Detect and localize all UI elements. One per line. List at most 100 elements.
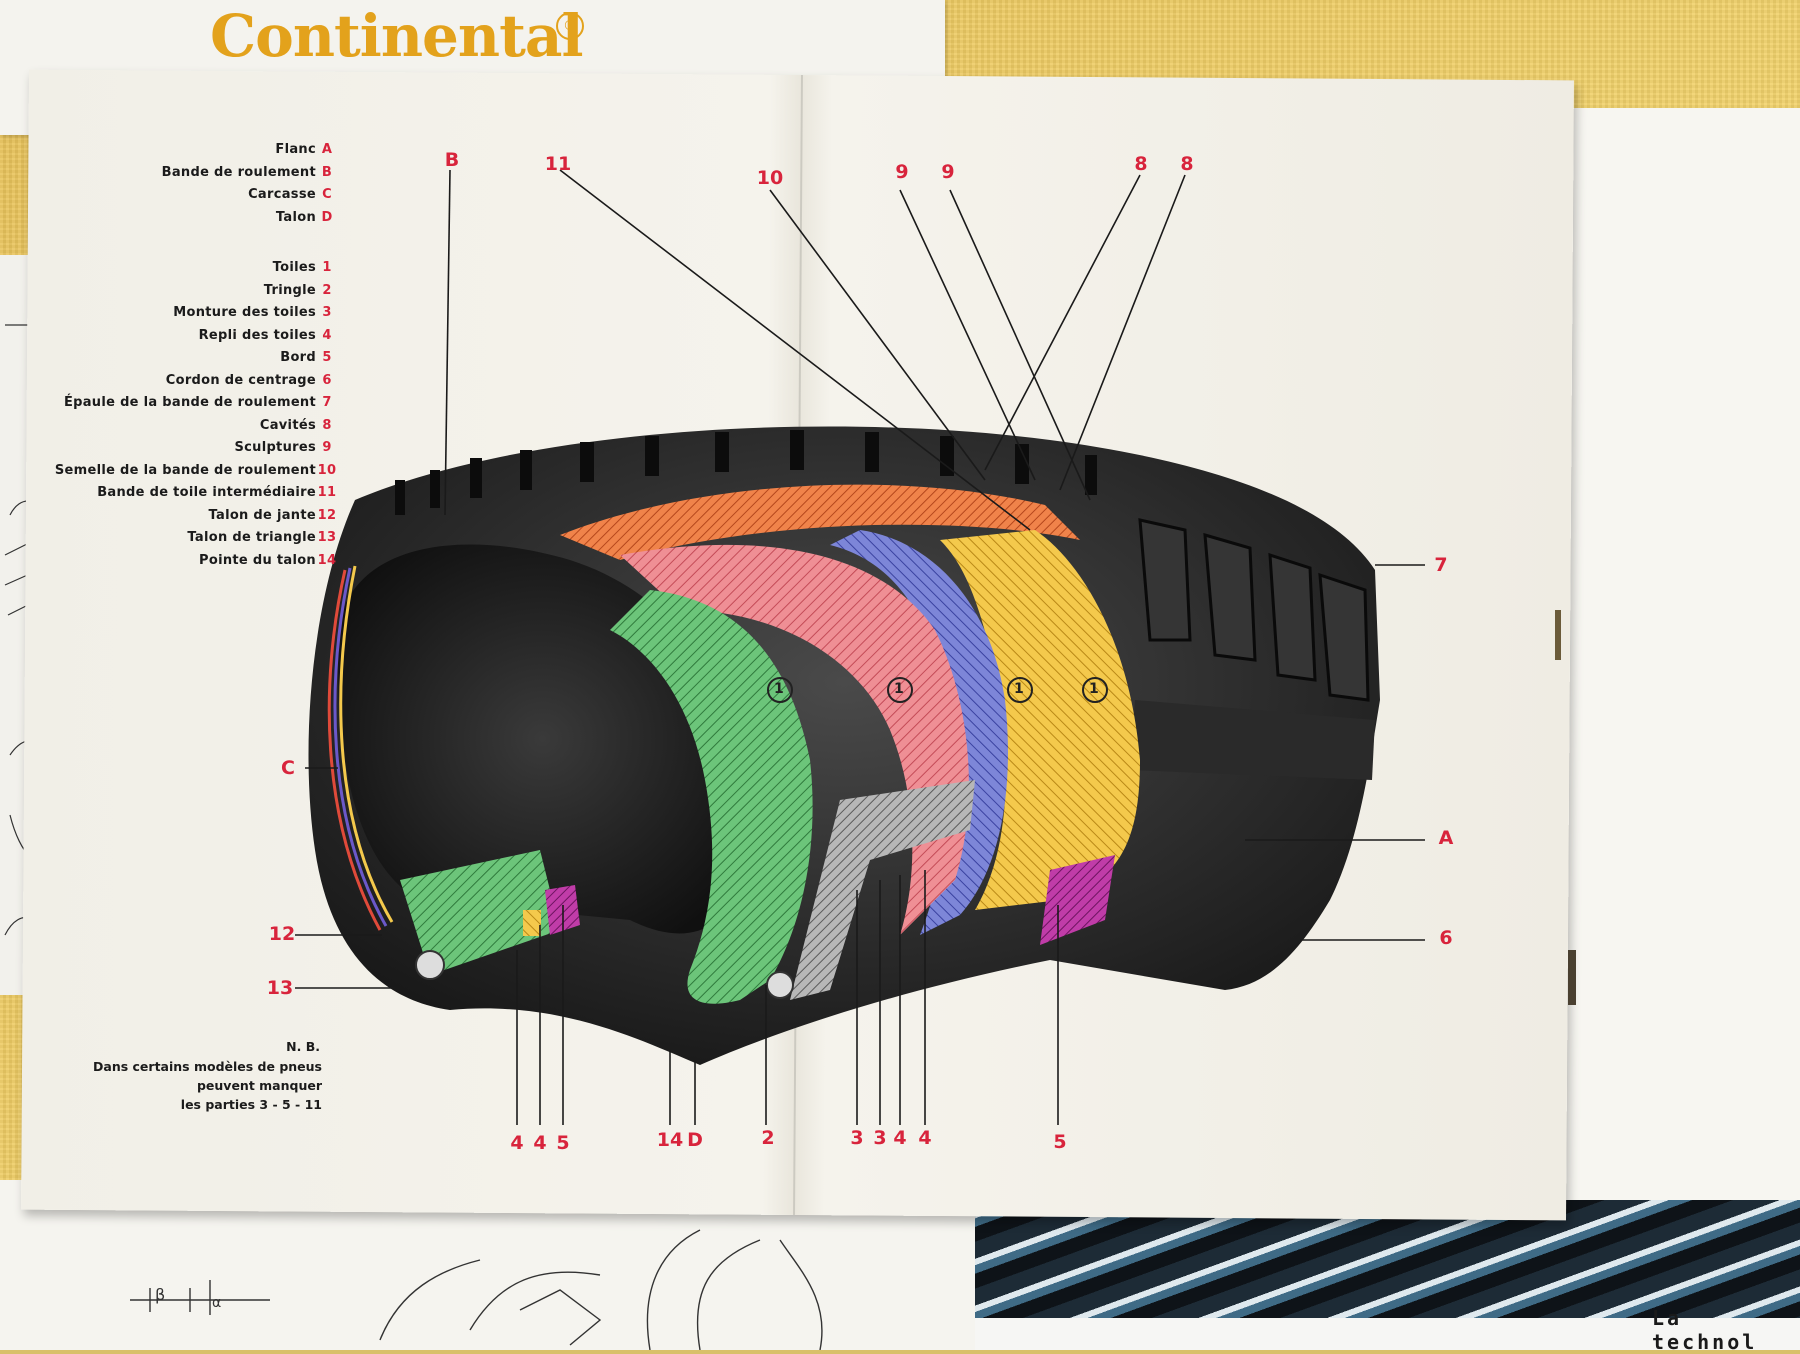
- callout-top-0: B: [444, 149, 460, 171]
- legend-major-c: Carcasse C: [40, 187, 338, 202]
- callout-bottom-1: 4: [533, 1132, 547, 1154]
- callout-bottom-6: 3: [850, 1127, 864, 1149]
- legend-code: D: [321, 209, 333, 225]
- legend-label: Semelle de la bande de roulement: [54, 462, 316, 478]
- callout-bottom-2: 5: [556, 1132, 570, 1154]
- continental-logo: Continental: [210, 2, 583, 70]
- callout-bottom-10: 5: [1053, 1131, 1067, 1153]
- legend-label: Talon de jante: [208, 507, 316, 523]
- legend-label: Épaule de la bande de roulement: [63, 395, 316, 410]
- ply-marker-label: 1: [1014, 681, 1024, 697]
- legend-label: Talon de triangle: [187, 530, 316, 545]
- callout-left-0: C: [281, 757, 295, 779]
- staple-top: [1555, 610, 1561, 660]
- callout-bottom-3: 14: [656, 1129, 684, 1151]
- legend-label: Flanc: [275, 142, 316, 157]
- legend-label: Carcasse: [248, 187, 316, 202]
- legend-code: 8: [322, 417, 332, 433]
- legend-code: 14: [317, 552, 337, 568]
- callout-left-2: 13: [266, 977, 294, 999]
- legend-code: 1: [322, 260, 332, 275]
- legend-label: Cavités: [259, 417, 316, 433]
- callout-bottom-8: 4: [893, 1127, 907, 1149]
- sketch-label-alpha: α: [212, 1295, 222, 1311]
- legend-major-a: Flanc A: [40, 142, 338, 157]
- bead-grey-wrap: [790, 780, 975, 1000]
- callout-top-3: 9: [895, 161, 909, 183]
- callout-top-2: 10: [756, 167, 784, 189]
- carcass-edge-stripes: [327, 569, 382, 931]
- callout-top-6: 8: [1180, 153, 1194, 175]
- photo-caption-strip: [975, 1318, 1800, 1350]
- legend-part-3: Monture des toiles 3: [40, 305, 338, 320]
- booklet-next-page: [1548, 108, 1800, 1200]
- callout-bottom-7: 3: [873, 1127, 887, 1149]
- note-title: N. B.: [286, 1039, 320, 1054]
- legend-label: Repli des toiles: [198, 327, 316, 343]
- legend-part-4: Repli des toiles 4: [40, 328, 338, 343]
- callout-bottom-0: 4: [510, 1132, 524, 1154]
- legend-code: 11: [317, 485, 337, 500]
- legend-label: Monture des toiles: [173, 305, 316, 320]
- legend-code: 13: [317, 530, 337, 545]
- sketch-label-beta: β: [155, 1285, 166, 1304]
- legend-label: Bord: [280, 350, 316, 365]
- legend-label: Talon: [275, 209, 316, 225]
- leader-lines: [295, 169, 1425, 1125]
- ply-pink-layer: [620, 544, 969, 935]
- legend-label: Cordon de centrage: [165, 372, 316, 388]
- legend-code: 10: [317, 462, 337, 478]
- callout-left-1: 12: [268, 923, 296, 945]
- shoulder-tread-blocks: [1138, 518, 1370, 702]
- bead-green-left: [400, 850, 560, 975]
- technical-drawing-sketch: [130, 1229, 823, 1350]
- callout-bottom-5: 2: [761, 1127, 775, 1149]
- sidewall-band: [1130, 700, 1375, 780]
- callout-right-0: 7: [1434, 554, 1448, 576]
- legend-label: Tringle: [263, 282, 316, 298]
- bead-wire-left: [415, 950, 445, 980]
- callout-top-4: 9: [941, 161, 955, 183]
- legend-code: 3: [322, 305, 332, 320]
- ply-yellow-layer: [940, 530, 1140, 910]
- note-text: Dans certains modèles de pneus peuvent m…: [93, 1059, 322, 1112]
- bead-yellow-left: [523, 910, 541, 936]
- legend-code: A: [321, 142, 333, 157]
- legend-part-7: Épaule de la bande de roulement 7: [40, 395, 338, 410]
- legend-code: 7: [322, 395, 332, 410]
- bead-wire-right: [766, 971, 794, 999]
- legend-major-b: Bande de roulement B: [40, 165, 338, 180]
- legend-code: B: [321, 164, 333, 180]
- legend-code: C: [322, 187, 332, 202]
- legend-part-8: Cavités 8: [40, 418, 338, 433]
- ply-markers: [767, 677, 1108, 703]
- ply-marker-label: 1: [1089, 681, 1099, 697]
- legend-major-d: Talon D: [40, 210, 338, 225]
- legend-label: Bande de roulement: [161, 164, 316, 180]
- callout-right-1: A: [1438, 827, 1454, 849]
- legend-code: 12: [317, 507, 337, 523]
- legend-code: 2: [322, 282, 332, 298]
- callout-right-2: 6: [1439, 927, 1453, 949]
- callout-bottom-4: D: [687, 1129, 703, 1151]
- tread-grooves: [395, 430, 1097, 515]
- legend-part-2: Tringle 2: [40, 283, 338, 298]
- callout-top-1: 11: [544, 153, 572, 175]
- ply-orange-layer: [560, 484, 1080, 560]
- legend-code: 9: [322, 440, 332, 455]
- legend-code: 6: [322, 372, 332, 388]
- legend-code: 4: [322, 327, 332, 343]
- legend-label: Bande de toile intermédiaire: [97, 485, 316, 500]
- staple-bottom: [1568, 950, 1576, 1005]
- ply-marker-label: 1: [774, 681, 784, 697]
- ply-green-layer: [610, 590, 813, 1004]
- legend-label: Pointe du talon: [199, 552, 316, 568]
